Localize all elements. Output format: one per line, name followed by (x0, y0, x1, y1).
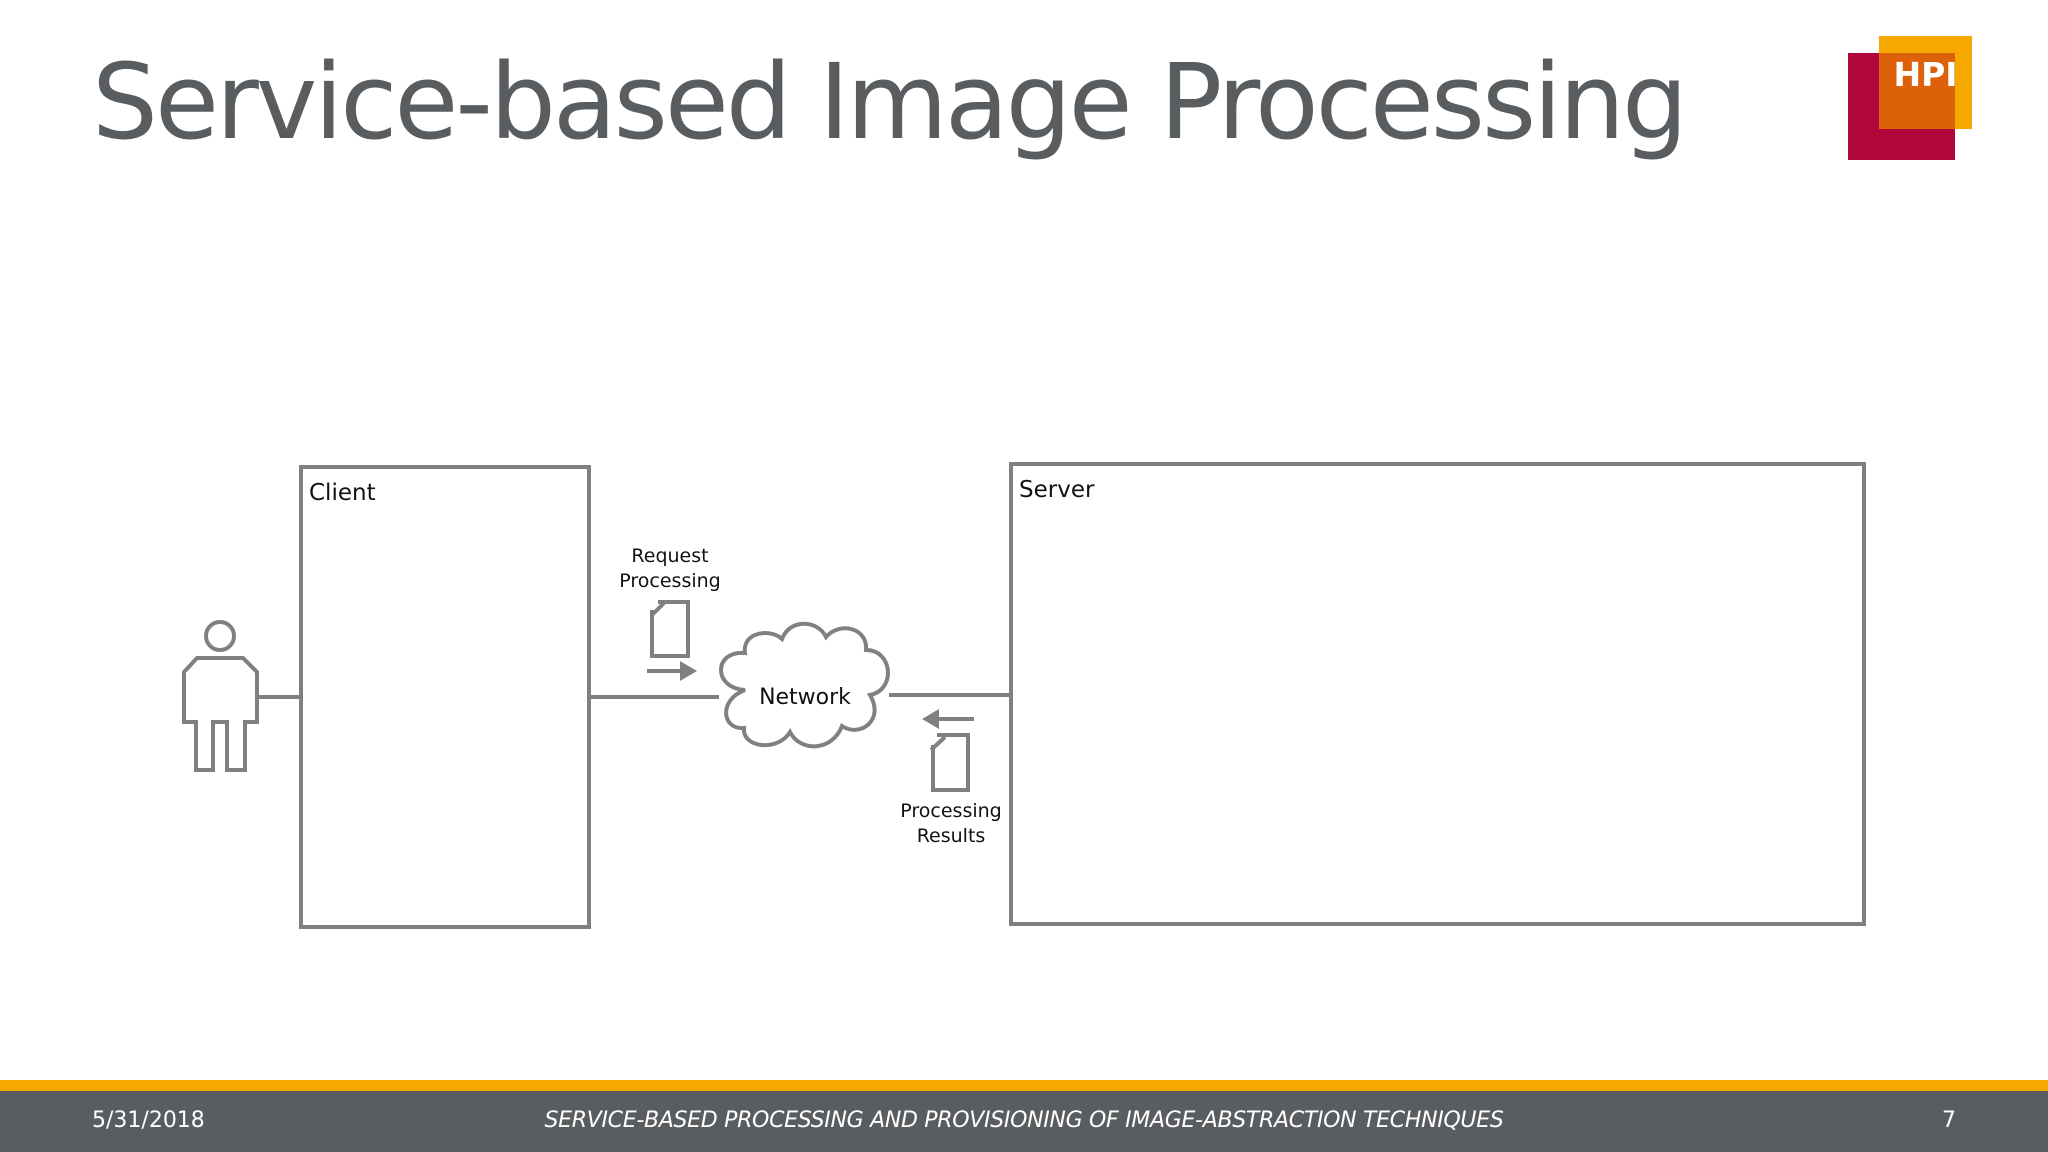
arrow-right-icon (647, 661, 697, 681)
footer-title: SERVICE-BASED PROCESSING AND PROVISIONIN… (544, 1108, 1504, 1133)
client-box (299, 465, 591, 929)
slide-title: Service-based Image Processing (92, 41, 1688, 163)
request-label-line1: Request (631, 545, 708, 567)
results-label-line2: Results (917, 825, 986, 847)
server-label: Server (1019, 477, 1095, 503)
server-box (1009, 462, 1866, 926)
arrow-left-icon (922, 709, 974, 729)
network-cloud-icon (719, 621, 890, 749)
logo-text: HPI (1893, 55, 1958, 94)
results-label-line1: Processing (900, 800, 1001, 822)
request-label-line2: Processing (619, 570, 720, 592)
request-document-icon (649, 600, 690, 658)
hpi-logo: HPI (1848, 36, 1972, 160)
logo-orange-square (1879, 53, 1955, 129)
client-label: Client (309, 480, 376, 506)
results-document-icon (929, 733, 970, 792)
slide-footer: 5/31/2018 SERVICE-BASED PROCESSING AND P… (0, 1091, 2048, 1152)
network-label: Network (759, 685, 851, 710)
page-number: 7 (1942, 1108, 1956, 1133)
footer-accent-stripe (0, 1080, 2048, 1091)
person-icon (182, 620, 259, 772)
footer-date: 5/31/2018 (92, 1108, 205, 1133)
